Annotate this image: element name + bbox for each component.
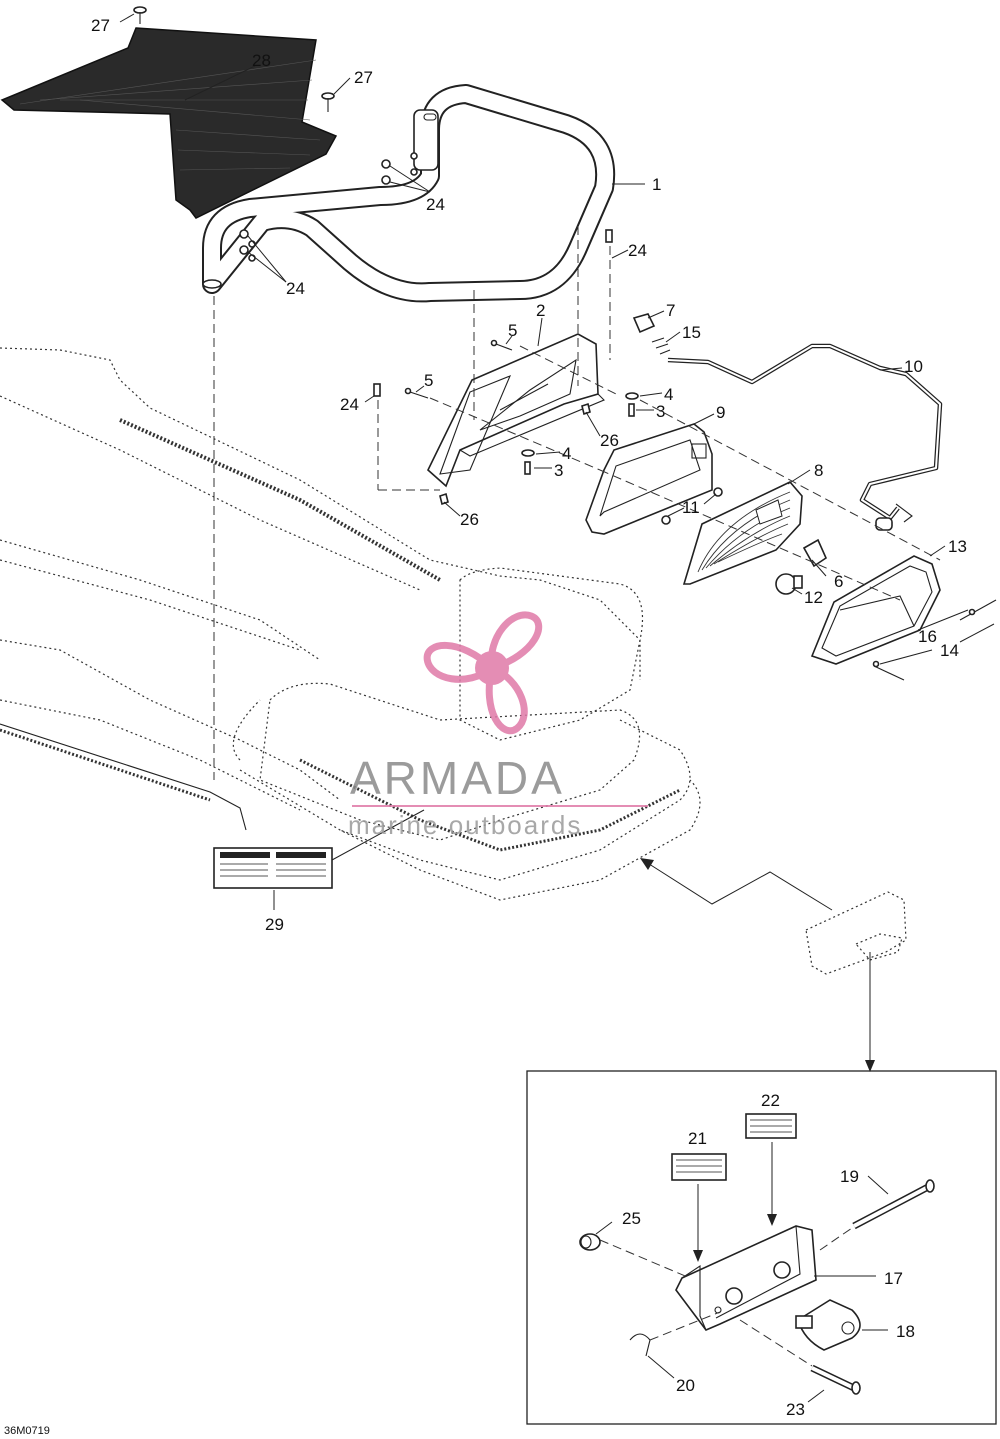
part-28-mat	[0, 27, 338, 219]
propeller-icon	[423, 611, 543, 734]
propeller-blade	[423, 641, 498, 683]
callout-5: 5	[424, 371, 433, 390]
part-9-housing	[585, 423, 713, 535]
callout-16: 16	[918, 627, 937, 646]
propeller-hub	[475, 651, 509, 685]
part-hardware-small	[404, 339, 639, 506]
part-25-grommet	[579, 1233, 601, 1251]
part-27-screws	[133, 6, 335, 112]
callout-4: 4	[664, 385, 673, 404]
callout-5: 5	[508, 321, 517, 340]
part-18-hitch	[795, 1299, 861, 1351]
callout-27: 27	[91, 16, 110, 35]
callout-21: 21	[688, 1129, 707, 1148]
callout-3: 3	[656, 402, 665, 421]
part-14-16-screws	[872, 599, 997, 681]
callout-28: 28	[252, 51, 271, 70]
callout-26: 26	[600, 431, 619, 450]
watermark-logo: ARMADA marine outboards	[348, 611, 648, 840]
part-2-bracket	[427, 333, 605, 488]
callout-4: 4	[562, 444, 571, 463]
callout-24: 24	[340, 395, 359, 414]
callout-19: 19	[840, 1167, 859, 1186]
part-10-wiring-harness	[667, 343, 943, 531]
vehicle-tunnel-phantom	[0, 347, 701, 901]
figure-code: 36M0719	[4, 1425, 50, 1437]
callout-17: 17	[884, 1269, 903, 1288]
callout-13: 13	[948, 537, 967, 556]
callout-25: 25	[622, 1209, 641, 1228]
callout-18: 18	[896, 1322, 915, 1341]
part-23-pin	[810, 1364, 861, 1395]
part-8-reflector	[682, 481, 803, 585]
part-22-decal	[745, 1113, 797, 1139]
detail-box	[526, 1070, 997, 1425]
leader-lines	[119, 13, 995, 1403]
callout-8: 8	[814, 461, 823, 480]
part-17-hitch-bracket	[675, 1225, 817, 1331]
part-1-handle	[202, 84, 616, 303]
part-29-decal	[213, 847, 333, 889]
hitch-assembly-phantom	[805, 891, 907, 975]
callout-7: 7	[666, 301, 675, 320]
part-12-bulb	[775, 573, 803, 595]
callout-24: 24	[628, 241, 647, 260]
callout-26: 26	[460, 510, 479, 529]
watermark-tagline: marine outboards	[348, 810, 582, 840]
callout-labels: 27 28 27 1 24 24 24 2 5 5 24 7 15 10 4 3…	[91, 16, 967, 1419]
part-20-clip	[629, 1333, 651, 1357]
callout-12: 12	[804, 588, 823, 607]
callout-23: 23	[786, 1400, 805, 1419]
callout-2: 2	[536, 301, 545, 320]
part-7-connector	[632, 313, 671, 355]
propeller-blade	[485, 663, 528, 734]
part-19-pin	[852, 1179, 935, 1230]
callout-27: 27	[354, 68, 373, 87]
callout-29: 29	[265, 915, 284, 934]
callout-24: 24	[426, 195, 445, 214]
callout-14: 14	[940, 641, 959, 660]
callout-20: 20	[676, 1376, 695, 1395]
part-13-lens	[810, 555, 941, 665]
callout-6: 6	[834, 572, 843, 591]
watermark-brand: ARMADA	[350, 752, 565, 804]
part-21-decal	[671, 1153, 727, 1181]
part-6-socket	[802, 538, 828, 568]
callout-1: 1	[652, 175, 661, 194]
callout-10: 10	[904, 357, 923, 376]
callout-22: 22	[761, 1091, 780, 1110]
propeller-blade	[487, 611, 543, 673]
callout-24: 24	[286, 279, 305, 298]
callout-3: 3	[554, 461, 563, 480]
callout-11: 11	[682, 498, 700, 517]
callout-15: 15	[682, 323, 701, 342]
callout-9: 9	[716, 403, 725, 422]
